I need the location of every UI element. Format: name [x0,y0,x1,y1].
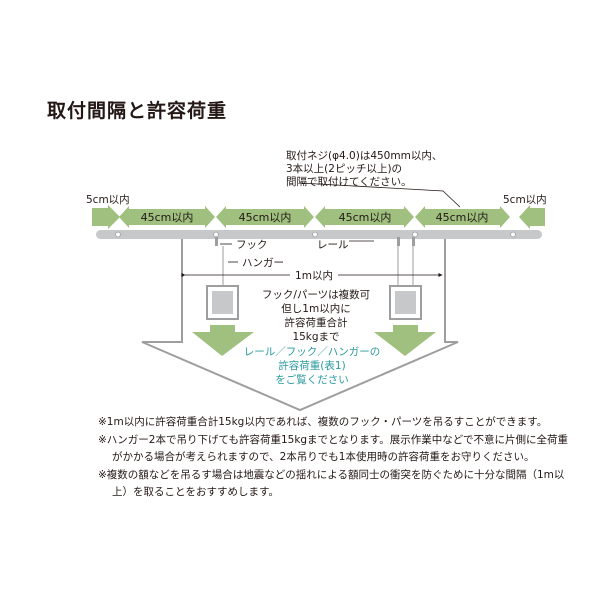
footnote-3: ※複数の額などを吊るす場合は地震などの揺れによる額同士の衝突を防ぐために十分な間… [98,468,565,499]
label-hanger: ハンガー [242,257,284,269]
load-note-line-1: フック/パーツは複数可 [262,288,370,301]
page-title: 取付間隔と許容荷重 [47,100,228,122]
screw-note-line-2: 3本以上(2ピッチ以上)の [286,162,402,175]
rail [96,230,542,239]
screw-icon [510,231,516,238]
pitch-label-3: 45cm以内 [339,210,392,224]
edge-label-right: 5cm以内 [503,193,547,206]
footnote-2: ※ハンガー2本で吊り下げても許容荷重15kgまでとなります。展示作業中などで不意… [98,433,568,464]
screw-icon [115,231,121,238]
load-note-line-2: 但し1m以内に [281,302,350,315]
pitch-arrow-1 [119,206,215,228]
label-hook: フック [236,239,268,251]
load-down-arrow-left [192,325,254,356]
pitch-label-1: 45cm以内 [141,210,194,224]
screw-icon [412,231,418,238]
load-area-outline-arrow [141,238,459,412]
reference-note-line-1: レール／フック／ハンガーの [244,346,381,358]
hook-right-icon [412,237,415,246]
screw-icon [213,231,219,238]
screw-note-line-1: 取付ネジ(φ4.0)は450mm以内、 [286,149,442,162]
load-note-line-3: 許容荷重合計 [285,316,348,329]
pitch-label-2: 45cm以内 [239,210,292,224]
hook-right-icon [397,237,400,246]
screw-icon [312,231,318,238]
footnotes: ※1m以内に許容荷重合計15kg以内であれば、複数のフック・パーツを吊るすことが… [98,414,568,502]
screw-note-leader [299,182,461,208]
pitch-arrow-2 [216,206,314,228]
pitch-arrow-3 [315,206,414,228]
edge-label-left: 5cm以内 [86,193,130,206]
pitch-label-4: 45cm以内 [436,210,489,224]
label-spacing: 1m以内 [295,269,333,282]
edge-arrow-right [519,205,545,229]
hook-left-icon [215,237,218,246]
label-rail: レール [317,239,349,251]
edge-arrow-left [92,205,120,229]
pitch-arrow-4 [415,206,510,228]
screw-note-line-3: 間隔で取付けてください。 [286,175,412,188]
load-down-arrow-right [374,325,436,356]
load-note-line-4: 15kgまで [292,331,339,343]
footnote-1: ※1m以内に許容荷重合計15kg以内であれば、複数のフック・パーツを吊るすことが… [98,416,548,428]
reference-note-line-3: をご覧ください [275,373,349,386]
reference-note-line-2: 許容荷重(表1) [278,359,345,372]
